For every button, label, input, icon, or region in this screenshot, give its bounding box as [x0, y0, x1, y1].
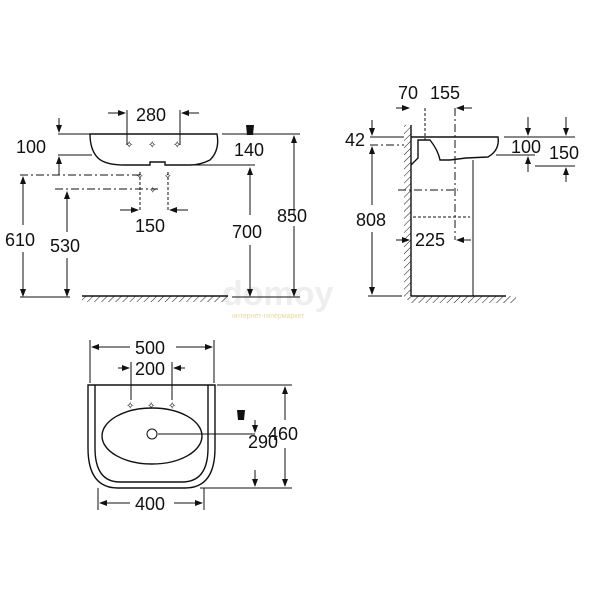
dim-hole-spacing: 280 [136, 105, 166, 125]
floor-hatch [82, 296, 228, 302]
top-view: ✧ ✧ ✧ 500 200 290 460 400 [87, 338, 298, 514]
tap-hole-icon: ✧ [173, 140, 181, 151]
tap-hole-icon: ✧ [168, 401, 176, 412]
basin-top-outline [87, 384, 216, 489]
bowl-outline [101, 407, 203, 465]
tap-hole-icon: ✧ [148, 140, 156, 151]
dim-fix-height: 808 [356, 210, 386, 230]
drain-point-icon: ✧ [149, 185, 157, 195]
dim-supply-height: 610 [5, 230, 35, 250]
supply-point-icon: ✧ [136, 171, 144, 181]
dim-supply-spacing: 150 [135, 216, 165, 236]
wall-hatch [404, 125, 411, 300]
dim-rim-to-floor: 700 [232, 222, 262, 242]
dim-top-width: 500 [135, 338, 165, 358]
dim-top-depth: 460 [268, 424, 298, 444]
supply-point-icon: ✧ [164, 171, 172, 181]
dim-bowl-depth: 100 [511, 137, 541, 157]
tap-hole-icon: ✧ [147, 401, 155, 412]
basin-side-outline [410, 136, 499, 166]
front-view: ✧ ✧ ✧ 280 100 140 850 ✧ ✧ ✧ 150 700 610 … [5, 105, 307, 302]
overflow-icon [246, 125, 254, 135]
dim-bracket: 42 [345, 130, 365, 150]
watermark-tagline: интернет-гипермаркет [232, 313, 305, 320]
side-view: 70 155 42 808 225 100 150 [345, 83, 579, 303]
dim-drain-offset: 290 [248, 432, 278, 452]
dim-overflow: 140 [234, 140, 264, 160]
basin-front-outline [89, 133, 219, 166]
floor-hatch [411, 296, 516, 303]
tap-hole-icon: ✧ [126, 401, 134, 412]
dim-total-height: 850 [277, 206, 307, 226]
drain-icon [146, 428, 158, 440]
dim-wall-offset: 70 [398, 83, 418, 103]
dim-rim-height: 100 [16, 137, 46, 157]
basin-top-inner [94, 385, 209, 483]
dim-base-width: 400 [135, 494, 165, 514]
tap-hole-icon: ✧ [125, 140, 133, 151]
watermark-logo: domoy [222, 275, 334, 313]
dim-drain-height: 530 [50, 236, 80, 256]
dim-pedestal-offset: 225 [415, 230, 445, 250]
dim-tap-offset: 155 [430, 83, 460, 103]
dim-rim-depth: 150 [549, 143, 579, 163]
overflow-icon [237, 410, 245, 420]
dim-top-hole-spacing: 200 [135, 359, 165, 379]
